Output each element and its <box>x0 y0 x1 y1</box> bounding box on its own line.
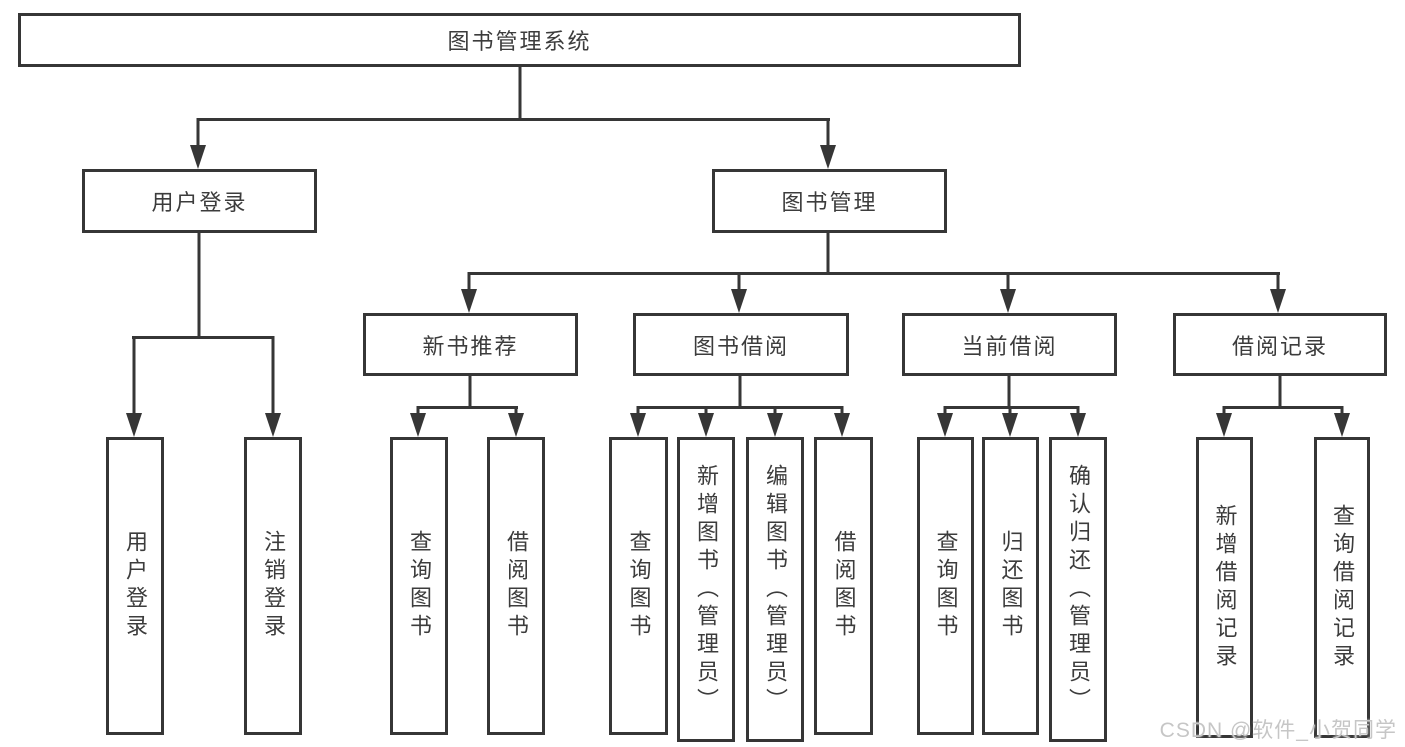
leaf-newbook-borrow-book: 借阅图书 <box>487 437 545 735</box>
arrow-down-icon <box>410 413 426 437</box>
node-book-management: 图书管理 <box>712 169 947 233</box>
node-label: 借阅图书 <box>504 530 529 642</box>
connector-line <box>1276 272 1280 292</box>
connector-line <box>197 233 201 337</box>
connector-line <box>1223 406 1343 409</box>
arrow-down-icon <box>1216 413 1232 437</box>
node-label: 用户登录 <box>151 190 248 215</box>
connector-line <box>468 272 1280 275</box>
leaf-records-query-record: 查询借阅记录 <box>1314 437 1370 738</box>
connector-line <box>944 406 1079 409</box>
node-label: 借阅记录 <box>1231 333 1328 359</box>
connector-line <box>1076 406 1080 416</box>
leaf-current-return-book: 归还图书 <box>982 437 1039 735</box>
connector-line <box>773 406 777 416</box>
arrow-down-icon <box>937 413 953 437</box>
arrow-down-icon <box>834 413 850 437</box>
connector-line <box>737 272 741 292</box>
arrow-down-icon <box>1002 413 1018 437</box>
connector-line <box>518 67 522 118</box>
leaf-logout: 注销登录 <box>244 437 302 735</box>
arrow-down-icon <box>731 289 747 313</box>
arrow-down-icon <box>461 289 477 313</box>
node-library-management-system: 图书管理系统 <box>18 13 1021 67</box>
node-label: 图书管理 <box>781 190 878 215</box>
connector-line <box>468 376 472 407</box>
leaf-user-login: 用户登录 <box>106 437 164 735</box>
connector-line <box>132 336 274 339</box>
node-label: 注销登录 <box>261 530 286 642</box>
node-current-borrow: 当前借阅 <box>902 313 1117 376</box>
node-label: 查询图书 <box>626 530 652 642</box>
connector-line <box>1008 406 1012 416</box>
node-label: 确认归还（管理员） <box>1066 463 1091 716</box>
connector-line <box>1340 406 1344 416</box>
arrow-down-icon <box>508 413 524 437</box>
node-user-login: 用户登录 <box>82 169 317 233</box>
connector-line <box>1007 376 1011 407</box>
connector-line <box>514 406 518 416</box>
node-label: 新增图书（管理员） <box>694 463 719 716</box>
connector-line <box>1278 376 1282 407</box>
connector-line <box>826 118 830 149</box>
arrow-down-icon <box>265 413 281 437</box>
connector-line <box>738 376 742 407</box>
arrow-down-icon <box>767 413 783 437</box>
connector-line <box>943 406 947 416</box>
arrow-down-icon <box>698 413 714 437</box>
leaf-newbook-query-book: 查询图书 <box>390 437 448 735</box>
node-new-book-recommend: 新书推荐 <box>363 313 578 376</box>
node-borrow-records: 借阅记录 <box>1173 313 1387 376</box>
node-book-borrow: 图书借阅 <box>633 313 849 376</box>
leaf-current-query-book: 查询图书 <box>917 437 974 735</box>
leaf-current-confirm-return-admin: 确认归还（管理员） <box>1049 437 1107 742</box>
arrow-down-icon <box>190 145 206 169</box>
arrow-down-icon <box>1334 413 1350 437</box>
connector-line <box>1006 272 1010 292</box>
node-label: 用户登录 <box>123 530 148 642</box>
connector-line <box>132 336 136 416</box>
connector-line <box>826 233 830 274</box>
connector-line <box>636 406 640 416</box>
connector-line <box>840 406 844 416</box>
node-label: 图书管理系统 <box>447 29 592 54</box>
connector-line <box>1222 406 1226 416</box>
node-label: 查询借阅记录 <box>1330 503 1355 672</box>
leaf-borrow-query-book: 查询图书 <box>609 437 668 735</box>
leaf-records-add-record: 新增借阅记录 <box>1196 437 1253 738</box>
node-label: 借阅图书 <box>831 530 857 642</box>
connector-line <box>704 406 708 416</box>
leaf-borrow-add-book-admin: 新增图书（管理员） <box>677 437 735 742</box>
connector-line <box>271 336 275 416</box>
arrow-down-icon <box>1070 413 1086 437</box>
node-label: 图书借阅 <box>692 333 789 359</box>
watermark: CSDN @软件_小贺同学 <box>1159 719 1397 742</box>
arrow-down-icon <box>1000 289 1016 313</box>
node-label: 新书推荐 <box>422 333 519 359</box>
arrow-down-icon <box>820 145 836 169</box>
node-label: 新增借阅记录 <box>1212 503 1238 672</box>
connector-line <box>416 406 420 416</box>
connector-line <box>467 272 471 292</box>
arrow-down-icon <box>126 413 142 437</box>
connector-line <box>637 406 843 409</box>
leaf-borrow-borrow-book: 借阅图书 <box>814 437 873 735</box>
node-label: 查询图书 <box>933 530 959 642</box>
node-label: 归还图书 <box>998 530 1024 642</box>
node-label: 当前借阅 <box>961 333 1058 359</box>
connector-line <box>196 118 200 149</box>
arrow-down-icon <box>1270 289 1286 313</box>
node-label: 编辑图书（管理员） <box>763 463 788 716</box>
connector-line <box>197 118 830 121</box>
connector-line <box>417 406 518 409</box>
node-label: 查询图书 <box>407 530 432 642</box>
leaf-borrow-edit-book-admin: 编辑图书（管理员） <box>746 437 804 742</box>
arrow-down-icon <box>630 413 646 437</box>
